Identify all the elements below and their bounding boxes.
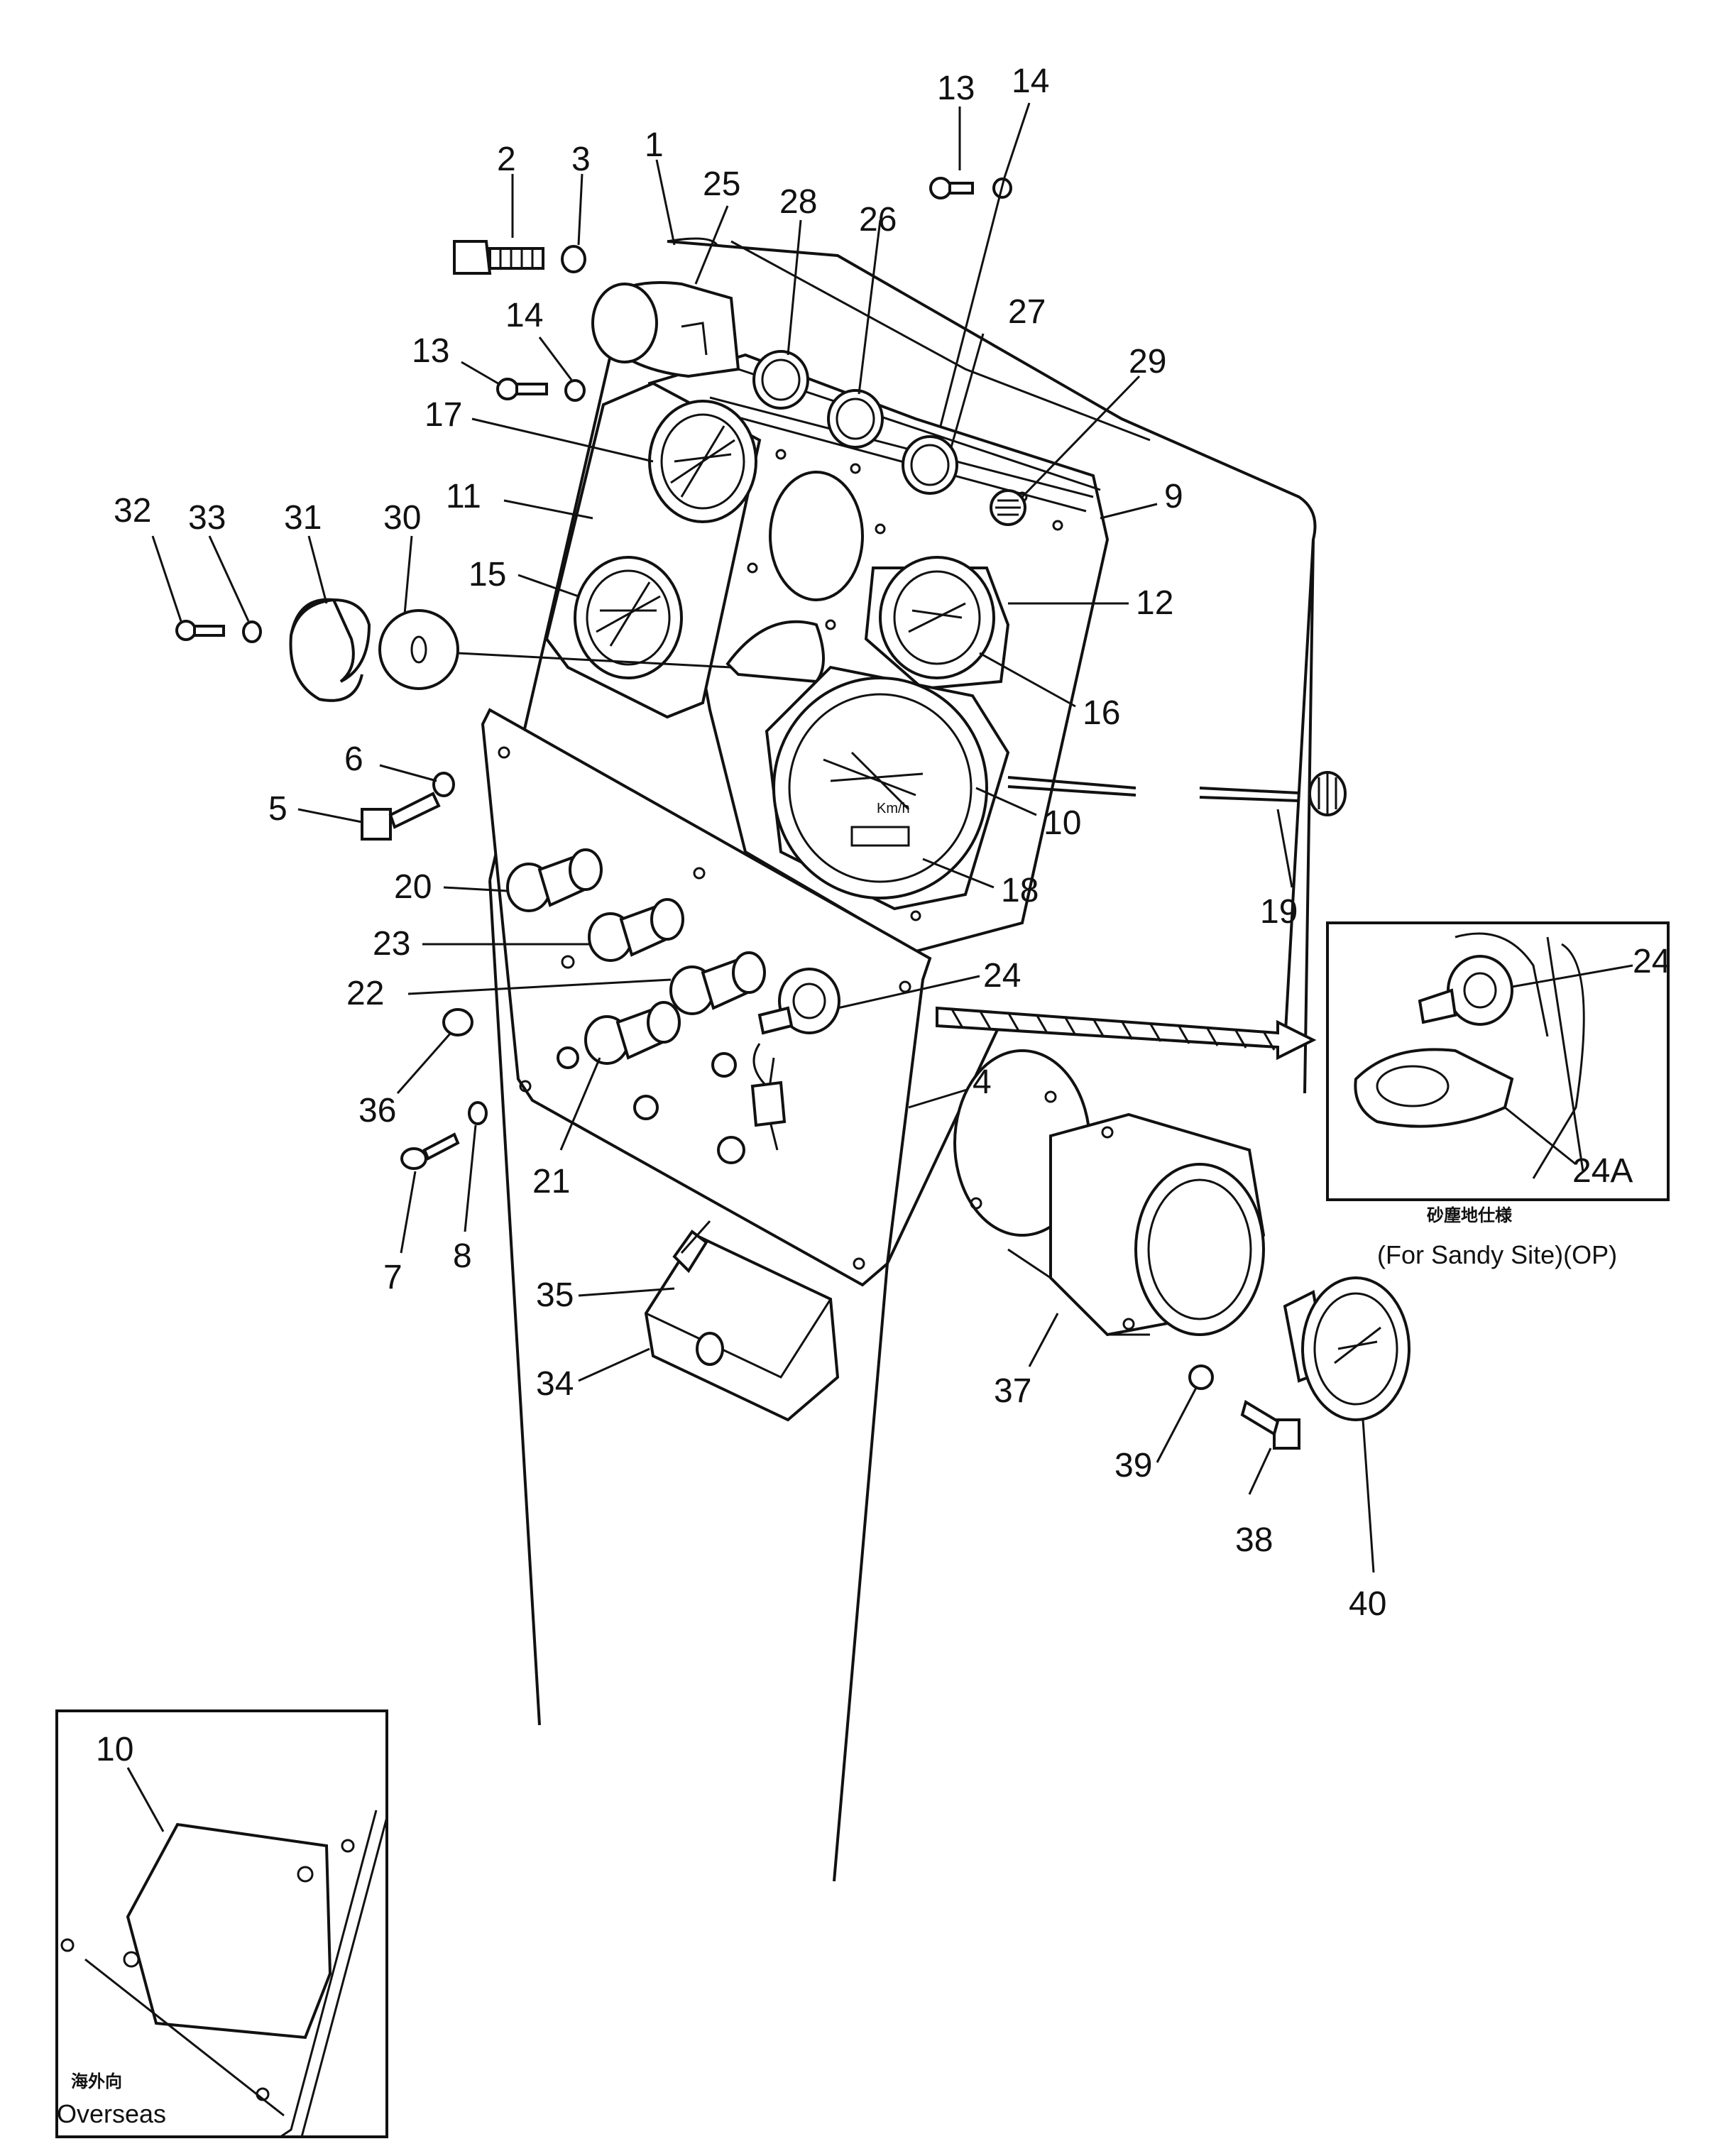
callout-29: 29 xyxy=(1129,343,1166,381)
gauge-15 xyxy=(574,556,683,679)
callout-13-top: 13 xyxy=(937,70,975,107)
inset-overseas: 海外向 Overseas xyxy=(55,1709,388,2138)
plate-30 xyxy=(378,609,732,690)
callout-31: 31 xyxy=(284,499,322,537)
callout-24-inset: 24 xyxy=(1633,943,1670,980)
callout-10-inset: 10 xyxy=(96,1731,133,1768)
bolt-5 xyxy=(361,792,441,841)
callout-30: 30 xyxy=(383,499,421,537)
callout-39: 39 xyxy=(1114,1447,1152,1484)
callout-leaders xyxy=(126,102,1633,1832)
callout-1: 1 xyxy=(645,126,664,164)
callout-18: 18 xyxy=(1001,872,1039,909)
lamp-26 xyxy=(827,389,884,449)
speed-units-label: Km/h xyxy=(877,801,910,816)
gauge-17 xyxy=(648,400,757,523)
callout-7: 7 xyxy=(383,1259,402,1296)
callout-34: 34 xyxy=(536,1365,574,1403)
callout-26: 26 xyxy=(859,201,897,239)
callout-19: 19 xyxy=(1260,893,1298,931)
lamp-27 xyxy=(902,435,958,495)
callout-16: 16 xyxy=(1083,694,1120,732)
screw-32 xyxy=(175,620,225,641)
callout-36: 36 xyxy=(358,1092,396,1129)
bolt-2 xyxy=(453,240,544,275)
callout-21: 21 xyxy=(532,1163,570,1200)
lamp-29 xyxy=(990,489,1026,526)
callout-37: 37 xyxy=(994,1372,1031,1410)
callout-4: 4 xyxy=(973,1063,992,1101)
callout-3: 3 xyxy=(571,141,591,178)
callout-13-left: 13 xyxy=(412,332,449,370)
lamp-28 xyxy=(752,350,809,410)
callout-9: 9 xyxy=(1164,478,1183,515)
switch-22 xyxy=(561,951,766,1015)
callout-32: 32 xyxy=(114,492,151,530)
callout-28: 28 xyxy=(779,183,817,221)
callout-numbers: 1 2 3 4 5 6 7 8 9 10 11 12 13 13 14 14 1… xyxy=(96,62,1670,1768)
detail-arrow xyxy=(936,1006,1317,1061)
console-panel-outline xyxy=(488,237,1317,1882)
washer-14-left xyxy=(564,379,586,402)
switch-23 xyxy=(588,898,684,962)
callout-23: 23 xyxy=(373,925,410,963)
switch-21 xyxy=(584,1001,681,1065)
sandy-site-label-jp: 砂塵地仕様 xyxy=(1427,1205,1513,1225)
switch-20 xyxy=(506,848,603,912)
choke-cable-19 xyxy=(1007,771,1347,816)
callout-6: 6 xyxy=(344,740,363,778)
washer-3 xyxy=(561,245,586,273)
overseas-label-jp: 海外向 xyxy=(71,2072,122,2091)
clip-35 xyxy=(672,1220,711,1274)
callout-35: 35 xyxy=(536,1276,574,1314)
inset-sandy-site: 砂塵地仕様 (For Sandy Site)(OP) xyxy=(1326,921,1670,1269)
bolt-38 xyxy=(1240,1399,1300,1450)
callout-20: 20 xyxy=(394,868,432,906)
washer-33 xyxy=(242,620,262,643)
key-switch-24 xyxy=(750,968,840,1151)
screw-13-top xyxy=(929,177,974,199)
speedometer-18: Km/h xyxy=(765,665,1010,911)
callout-25: 25 xyxy=(703,165,740,203)
overseas-label-en: Overseas xyxy=(57,2099,166,2128)
callout-17: 17 xyxy=(424,396,462,434)
callout-12: 12 xyxy=(1136,584,1173,622)
callout-14-left: 14 xyxy=(505,297,543,334)
sandy-site-label-en: (For Sandy Site)(OP) xyxy=(1377,1240,1617,1269)
cover-31 xyxy=(289,598,371,702)
callout-40: 40 xyxy=(1349,1585,1386,1623)
screw-7 xyxy=(400,1132,460,1170)
washer-8 xyxy=(468,1101,488,1125)
callout-8: 8 xyxy=(453,1237,472,1275)
gauge-16 xyxy=(864,556,1010,691)
washer-6 xyxy=(432,772,455,797)
housing-37 xyxy=(953,1049,1266,1337)
callout-14-top: 14 xyxy=(1012,62,1049,100)
callout-24A-inset: 24A xyxy=(1572,1152,1633,1190)
washer-39 xyxy=(1188,1364,1214,1390)
callout-10: 10 xyxy=(1043,804,1081,842)
callout-33: 33 xyxy=(188,499,226,537)
callout-5: 5 xyxy=(268,790,287,828)
callout-11: 11 xyxy=(446,478,481,515)
callout-27: 27 xyxy=(1008,293,1046,331)
gauge-40 xyxy=(1283,1276,1410,1421)
box-34 xyxy=(644,1233,840,1422)
callout-2: 2 xyxy=(497,141,516,178)
callout-15: 15 xyxy=(469,556,506,593)
callout-22: 22 xyxy=(346,975,384,1012)
screw-13-left xyxy=(496,378,548,400)
lamp-housing-25 xyxy=(591,281,740,378)
callout-38: 38 xyxy=(1235,1521,1273,1559)
callout-24: 24 xyxy=(983,957,1021,995)
plug-36 xyxy=(442,1008,473,1036)
